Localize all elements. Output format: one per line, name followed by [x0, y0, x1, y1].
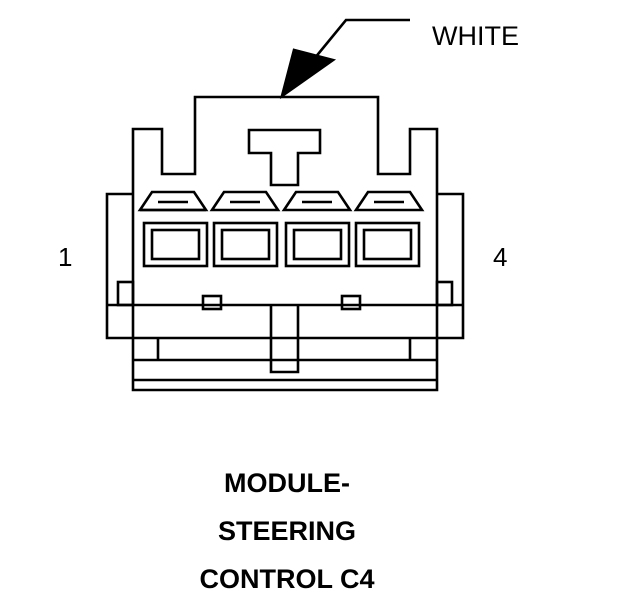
- wire-color-label: WHITE: [432, 21, 519, 51]
- right-wing: [437, 192, 465, 340]
- pin-number-last: 4: [493, 242, 508, 272]
- leader-arrowhead: [279, 48, 337, 100]
- connector-housing: [131, 95, 439, 392]
- center-key-slot: [269, 305, 300, 374]
- pin-number-first: 1: [58, 242, 73, 272]
- cavity-2: [209, 190, 281, 268]
- left-wing: [105, 192, 133, 340]
- connector-title-line-1: MODULE-: [224, 468, 350, 498]
- left-shelf-key: [201, 294, 223, 311]
- cavity-1: [137, 190, 209, 268]
- connector-title-line-3: CONTROL C4: [199, 564, 375, 594]
- right-corner-tab: [435, 280, 454, 307]
- leader-line: [303, 18, 410, 71]
- cavity-3: [281, 190, 353, 268]
- right-shelf-key: [340, 294, 362, 311]
- cavity-4: [353, 190, 425, 268]
- latch-tee: [247, 128, 322, 187]
- left-corner-tab: [116, 280, 135, 307]
- connector-title-line-2: STEERING: [217, 516, 357, 546]
